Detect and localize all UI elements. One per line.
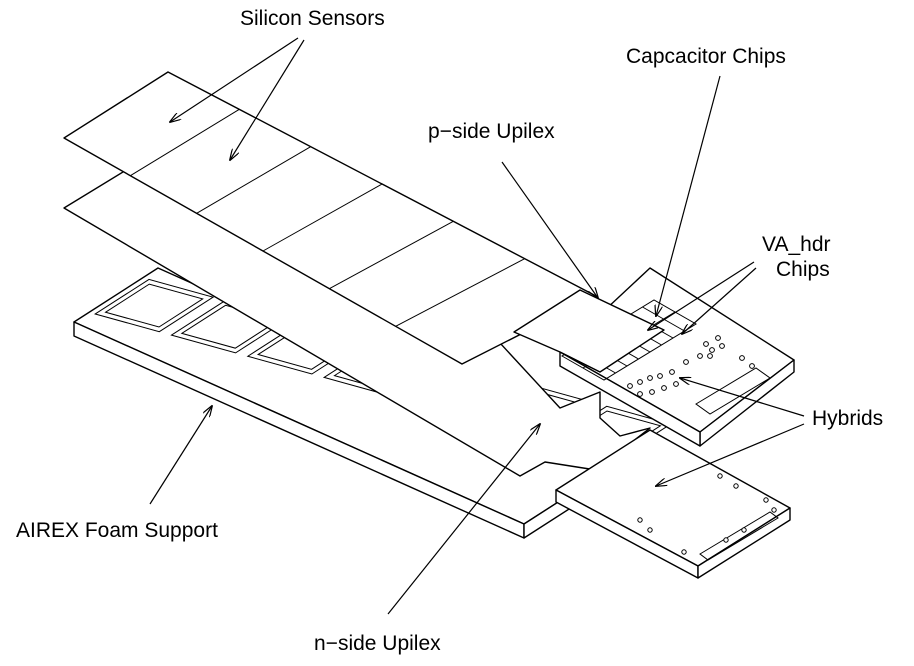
- component-dot: [657, 373, 663, 379]
- component-dot: [649, 389, 655, 395]
- component-dot: [715, 335, 721, 341]
- component-dot: [749, 363, 755, 369]
- sensor-divider: [196, 146, 311, 214]
- component-dot: [763, 497, 769, 503]
- arrow-va-hdr-2: [682, 267, 757, 334]
- sensor-divider: [329, 220, 454, 290]
- lower-hybrid-components: [637, 473, 777, 555]
- arrow-capacitor-chips: [656, 75, 721, 316]
- component-dot: [719, 343, 725, 349]
- arrow-silicon-sensor-2: [230, 39, 305, 160]
- component-dot: [647, 527, 653, 533]
- component-dot: [771, 507, 777, 513]
- component-dot: [741, 527, 747, 533]
- component-dot: [717, 473, 723, 479]
- sensor-dividers: [130, 108, 525, 327]
- sensor-divider: [130, 108, 240, 177]
- arrow-p-side-upilex: [501, 161, 598, 298]
- component-dot: [673, 381, 679, 387]
- component-dot: [681, 549, 687, 555]
- component-dot: [637, 379, 643, 385]
- label-capacitor-chips: Capcacitor Chips: [626, 45, 786, 68]
- foam-window-inner: [104, 283, 204, 328]
- arrow-silicon-sensor-1: [170, 37, 299, 122]
- component-dot: [703, 341, 709, 347]
- component-dot: [723, 537, 729, 543]
- arrow-hybrid-upper: [680, 378, 805, 417]
- label-p-side-upilex: p−side Upilex: [428, 120, 555, 143]
- sensor-divider: [395, 258, 525, 327]
- component-dot: [627, 383, 633, 389]
- component-dot: [709, 347, 715, 353]
- component-dot: [697, 353, 703, 359]
- foam-window: [94, 278, 215, 333]
- component-dot: [637, 391, 643, 397]
- arrow-va-hdr-1: [648, 261, 755, 330]
- component-dot: [647, 375, 653, 381]
- label-hybrids: Hybrids: [812, 407, 883, 430]
- component-dot: [637, 517, 643, 523]
- component-dot: [739, 355, 745, 361]
- component-dot: [683, 359, 689, 365]
- arrow-n-side-upilex: [387, 424, 540, 615]
- lower-hybrid: [555, 429, 791, 579]
- label-silicon-sensors: Silicon Sensors: [240, 7, 385, 30]
- hybrid-components: [627, 335, 755, 397]
- component-dot: [669, 369, 675, 375]
- component-dot: [733, 483, 739, 489]
- label-va-hdr: VA_hdr: [762, 233, 831, 256]
- component-dot: [661, 385, 667, 391]
- label-airex-foam-support: AIREX Foam Support: [16, 519, 218, 542]
- arrow-airex-foam: [149, 406, 212, 505]
- label-va-hdr-chips: Chips: [776, 258, 830, 281]
- p-side-upilex-sheet: [513, 289, 665, 373]
- label-n-side-upilex: n−side Upilex: [314, 632, 441, 655]
- sensor-divider: [262, 183, 383, 252]
- component-dot: [707, 353, 713, 359]
- arrow-hybrid-lower: [656, 423, 805, 486]
